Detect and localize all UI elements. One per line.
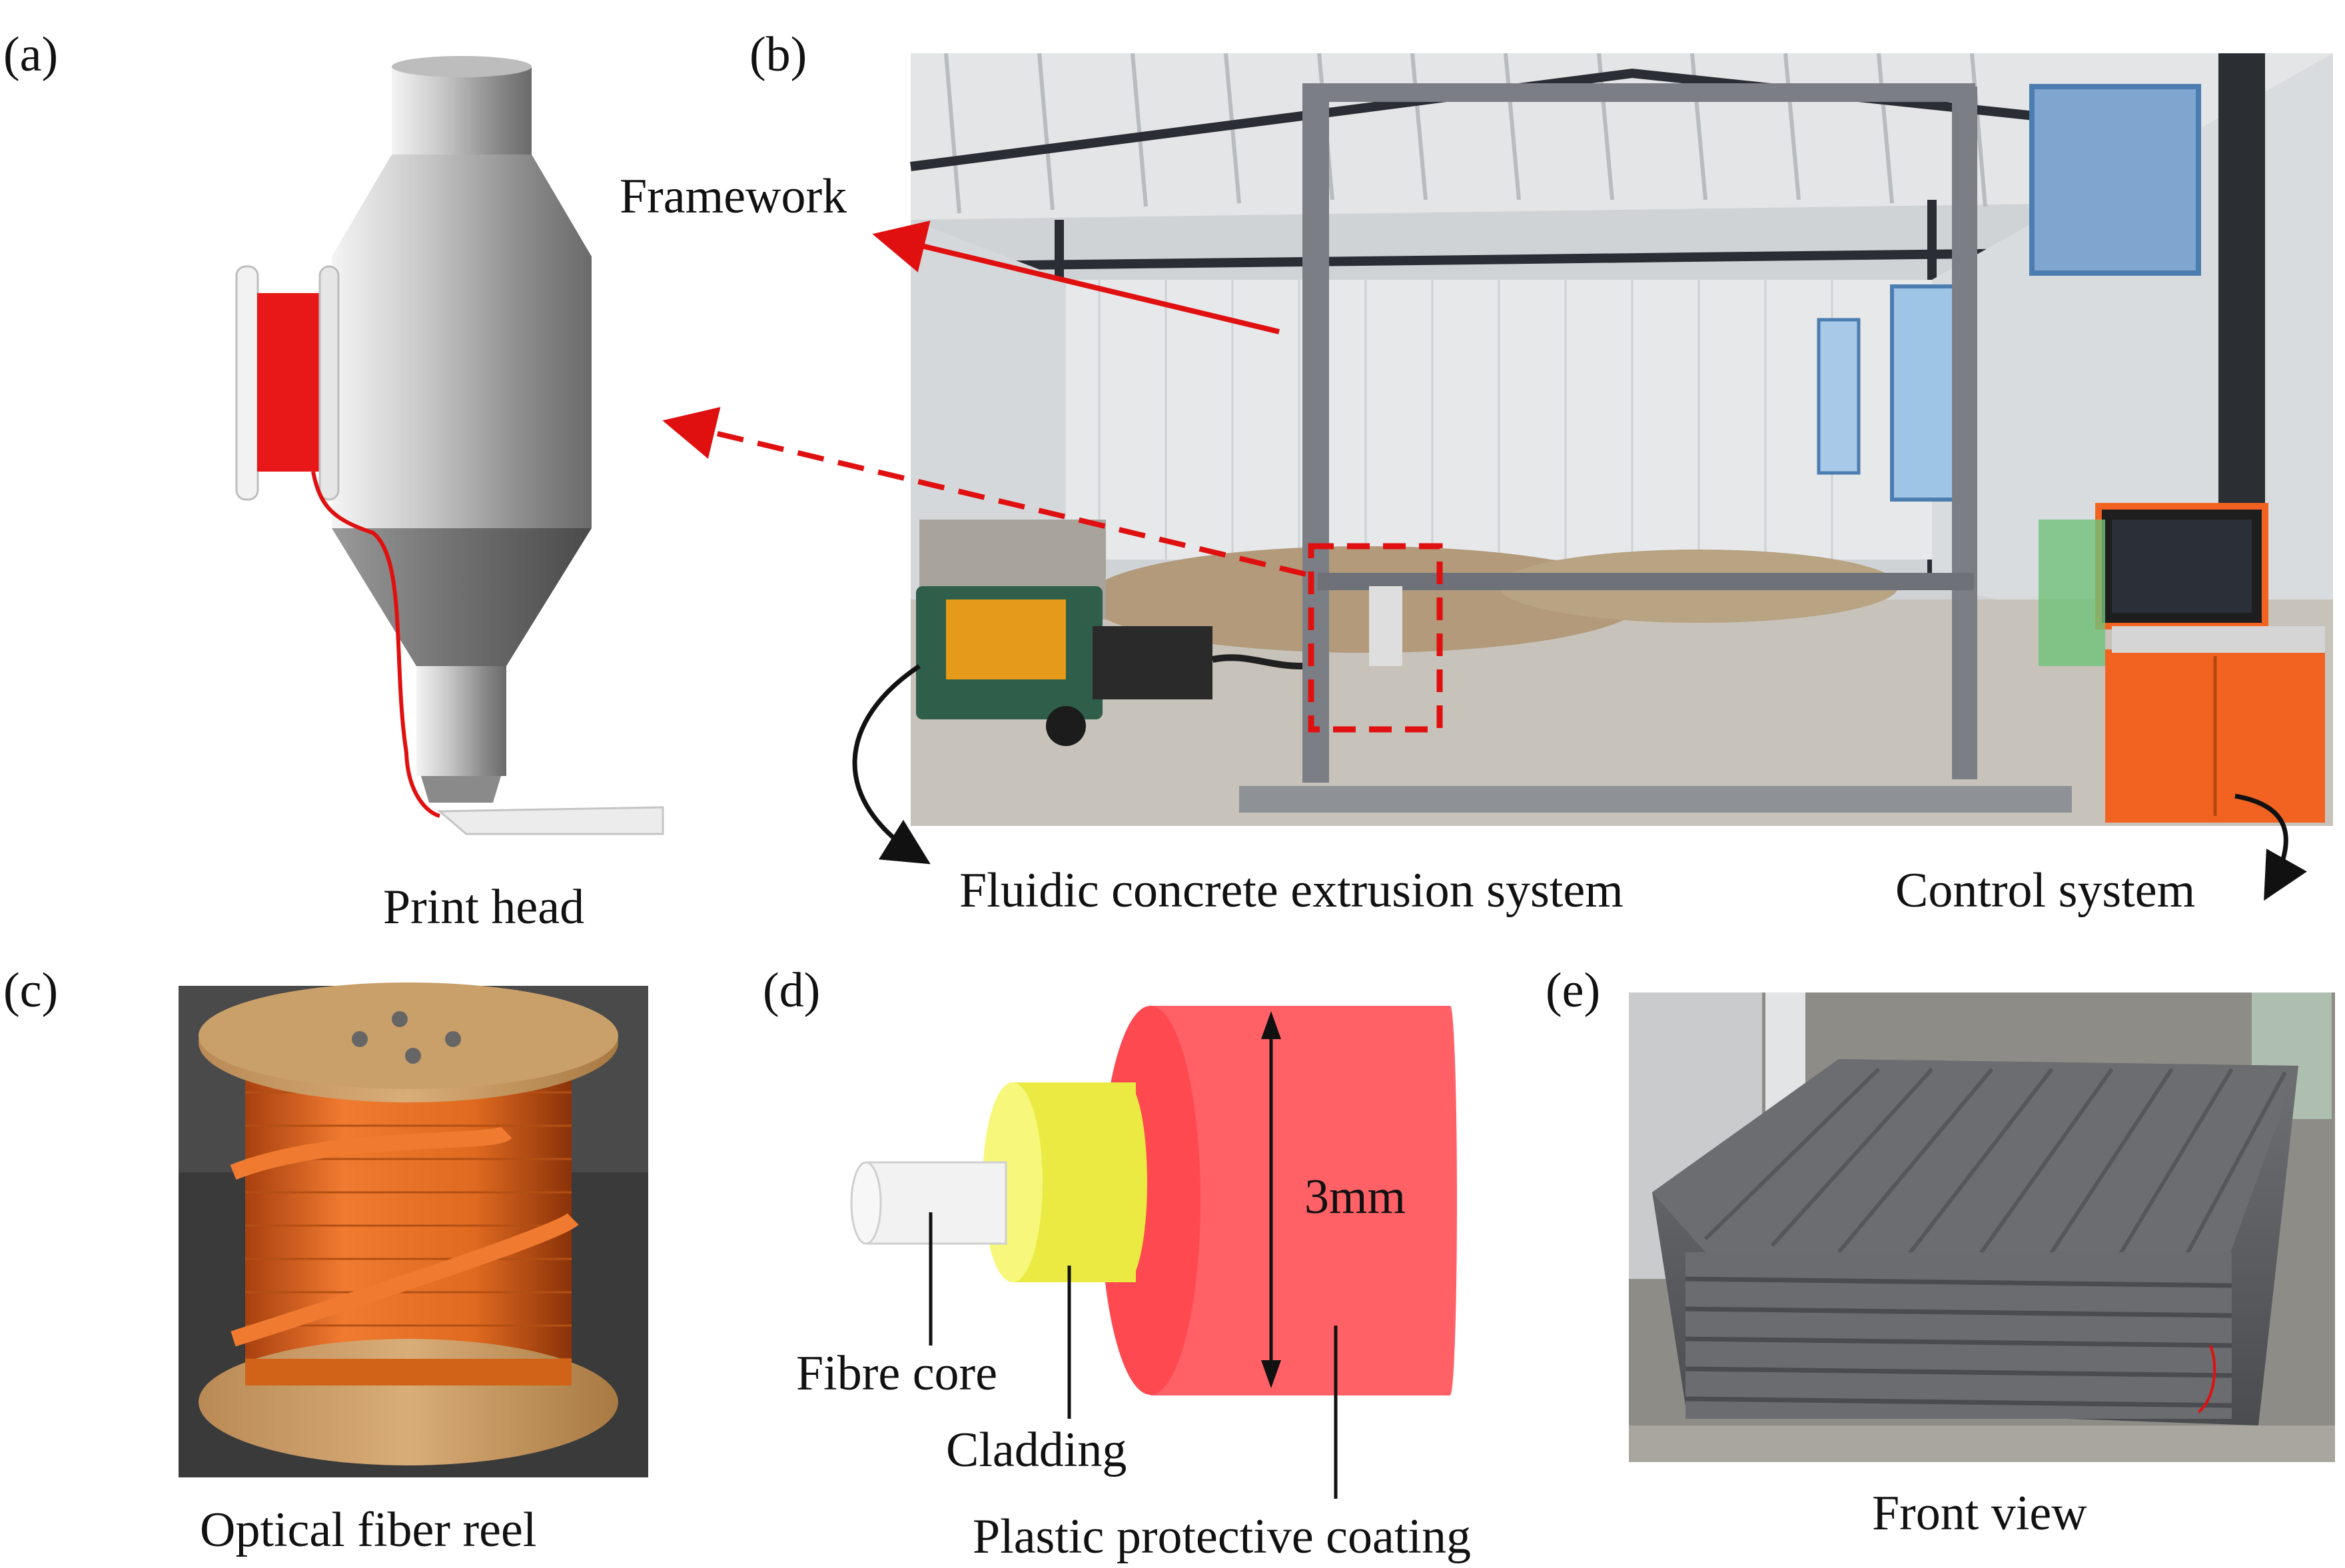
fiber-reel-photo bbox=[179, 982, 648, 1477]
reel-disc-left bbox=[235, 265, 259, 501]
core-face bbox=[850, 1161, 882, 1245]
label-cladding: Cladding bbox=[946, 1423, 1127, 1477]
fiber-wire bbox=[311, 471, 440, 818]
printed-specimen-photo bbox=[1629, 992, 2335, 1462]
label-dimension: 3mm bbox=[1304, 1170, 1406, 1224]
caption-fiber-reel: Optical fiber reel bbox=[200, 1503, 537, 1557]
label-framework: Framework bbox=[620, 169, 847, 224]
panel-tag-b: (b) bbox=[749, 27, 807, 82]
panel-tag-d: (d) bbox=[763, 963, 821, 1018]
caption-print-head: Print head bbox=[383, 880, 585, 935]
caption-front-view: Front view bbox=[1872, 1486, 2087, 1541]
control-arrow bbox=[2234, 793, 2307, 901]
panel-tag-c: (c) bbox=[3, 963, 59, 1018]
extrusion-arrow bbox=[852, 664, 931, 865]
label-extrusion-system: Fluidic concrete extrusion system bbox=[959, 863, 1624, 918]
framework-arrow bbox=[872, 220, 1280, 334]
panel-tag-e: (e) bbox=[1546, 963, 1601, 1018]
print-head-illustration bbox=[235, 56, 664, 835]
label-coating: Plastic protective coating bbox=[973, 1509, 1471, 1564]
panel-tag-a: (a) bbox=[3, 27, 59, 82]
printer-photo bbox=[910, 53, 2333, 826]
print-head-focus-box bbox=[1308, 543, 1443, 733]
fiber-cross-section bbox=[850, 1006, 1457, 1499]
print-head-link-arrow bbox=[662, 406, 1306, 577]
label-fibre-core: Fibre core bbox=[796, 1346, 998, 1401]
label-control-system: Control system bbox=[1895, 863, 2196, 918]
